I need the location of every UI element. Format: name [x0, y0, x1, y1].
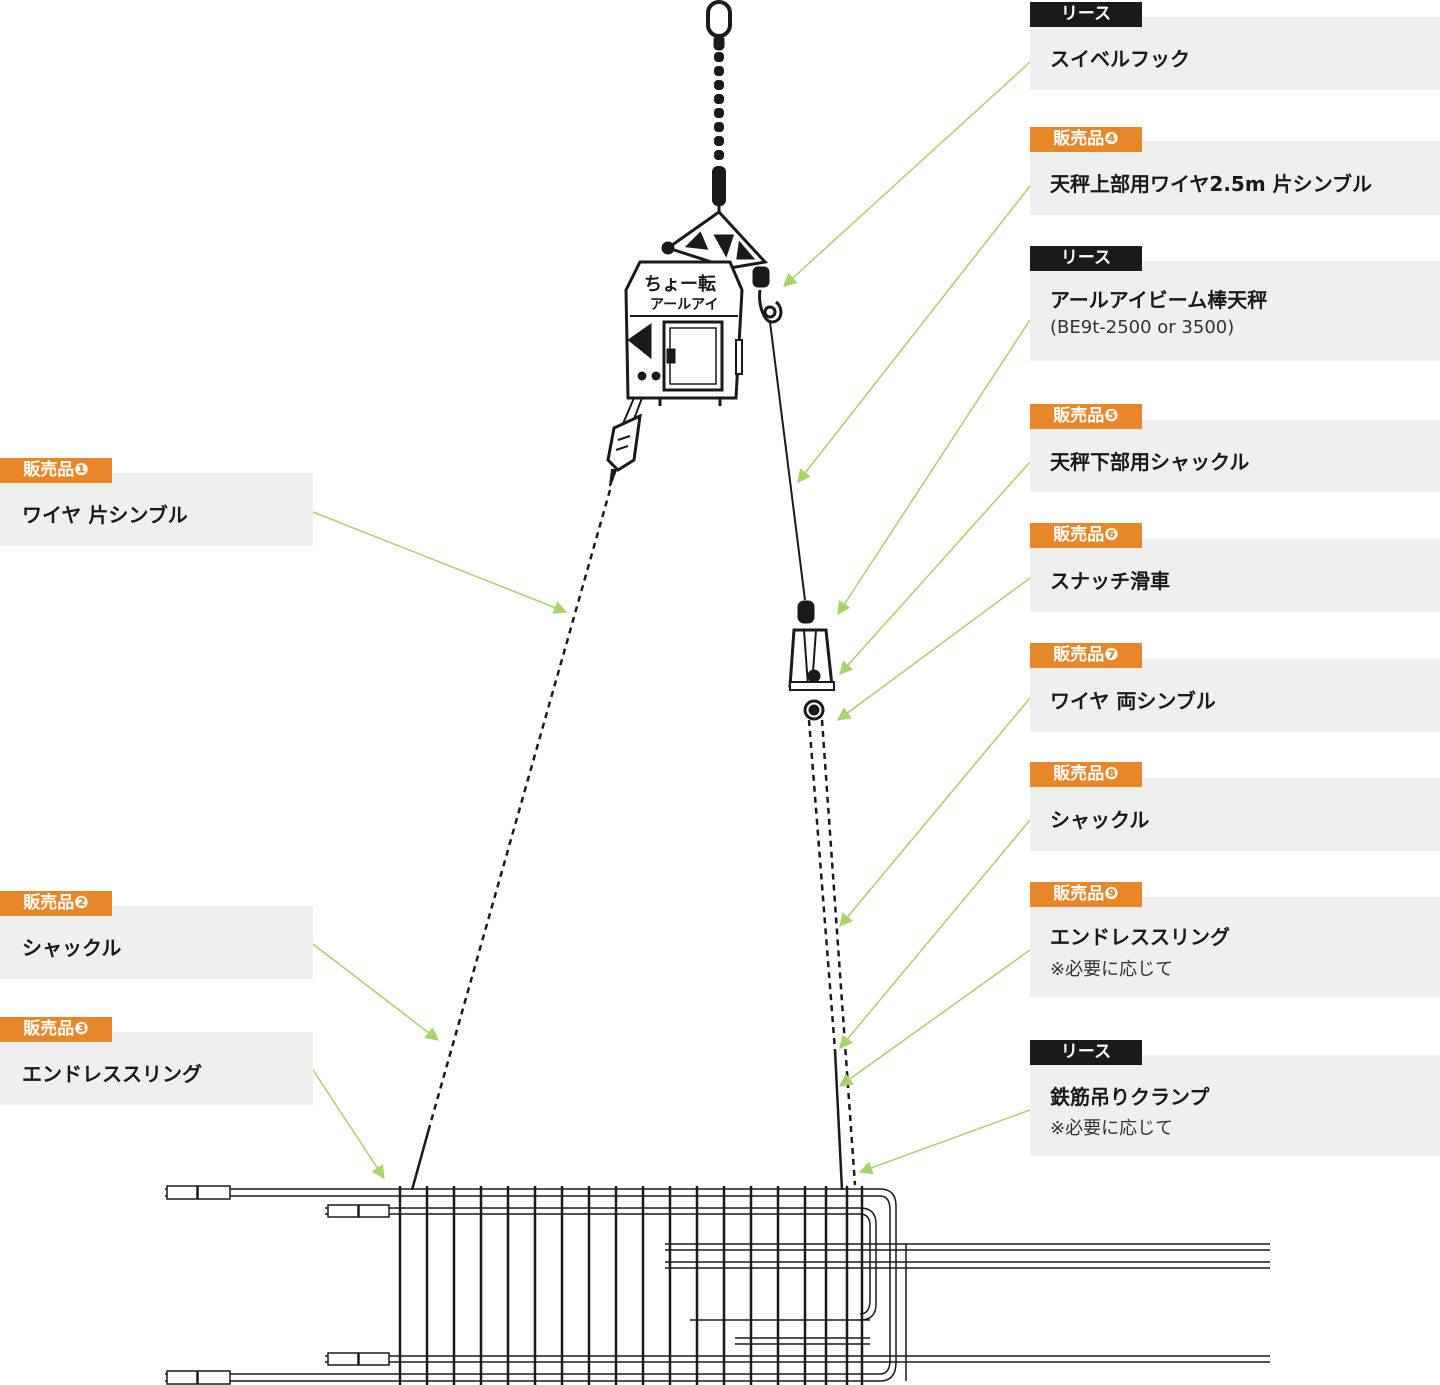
tag-sale-1: 販売品❶	[0, 458, 112, 483]
upper-wire	[769, 321, 806, 601]
callout-subtitle-beam: (BE9t-2500 or 3500)	[1050, 317, 1235, 338]
tag-lease: リース	[1030, 246, 1142, 271]
snatch-block	[788, 600, 835, 721]
callout-subtitle-endless-sling: ※必要に応じて	[1050, 959, 1174, 980]
callout-endless-sling	[1030, 897, 1440, 997]
machine-brand-main: ちょー転	[644, 274, 716, 295]
callout-double-thimble-wire	[1030, 659, 1440, 732]
callout-title-double-thimble-wire: ワイヤ 両シンブル	[1050, 689, 1216, 713]
tag-sale-7: 販売品❼	[1030, 643, 1142, 668]
tag-sale-8: 販売品❽	[1030, 762, 1142, 787]
callout-title-single-thimble-wire: ワイヤ 片シンブル	[22, 503, 188, 527]
hanger-plate	[661, 210, 768, 270]
callout-title-snatch-block: スナッチ滑車	[1050, 569, 1170, 593]
callout-shackle	[1030, 778, 1440, 851]
callout-title-upper-wire: 天秤上部用ワイヤ2.5m 片シンブル	[1050, 172, 1373, 196]
leader-lines	[312, 61, 1031, 1180]
tag-sale-2: 販売品❷	[0, 891, 112, 916]
tag-sale-3: 販売品❸	[0, 1017, 112, 1042]
callout-title-beam: アールアイビーム棒天秤	[1050, 288, 1268, 312]
tag-sale-5: 販売品❺	[1030, 404, 1142, 429]
callout-rebar-clamp	[1030, 1055, 1440, 1156]
callout-upper-wire	[1030, 141, 1440, 215]
crane-chain	[706, 0, 732, 229]
rebar-cage	[165, 1185, 1270, 1385]
callout-title-shackle: シャックル	[1050, 808, 1150, 832]
callout-title-endless-sling: エンドレススリング	[1050, 925, 1230, 949]
tag-sale-6: 販売品❻	[1030, 523, 1142, 548]
turning-machine	[624, 260, 744, 406]
callout-left-shackle	[0, 906, 313, 979]
swivel-hook	[752, 266, 783, 324]
callout-title-lower-shackle: 天秤下部用シャックル	[1050, 450, 1250, 474]
left-wire-clamp	[606, 397, 643, 487]
callout-snatch-block	[1030, 539, 1440, 612]
callout-left-endless-sling	[0, 1032, 313, 1105]
left-sling	[410, 1124, 432, 1191]
callout-lower-shackle	[1030, 420, 1440, 492]
callout-single-thimble-wire	[0, 473, 313, 546]
tag-sale-9: 販売品❾	[1030, 882, 1142, 907]
machine-brand-sub: アールアイ	[650, 297, 719, 313]
tag-lease: リース	[1030, 1040, 1142, 1065]
tag-sale-4: 販売品❹	[1030, 127, 1142, 152]
callout-beam	[1030, 261, 1440, 361]
right-sling	[833, 1049, 844, 1191]
dashed-wires	[428, 489, 857, 1186]
tag-lease: リース	[1030, 2, 1142, 27]
callout-title-rebar-clamp: 鉄筋吊りクランプ	[1050, 1085, 1210, 1109]
callout-title-left-shackle: シャックル	[22, 936, 122, 960]
callout-swivel-hook	[1030, 17, 1440, 90]
callout-subtitle-rebar-clamp: ※必要に応じて	[1050, 1118, 1174, 1139]
callout-title-left-endless-sling: エンドレススリング	[22, 1062, 202, 1086]
callout-title-swivel-hook: スイベルフック	[1050, 47, 1190, 71]
